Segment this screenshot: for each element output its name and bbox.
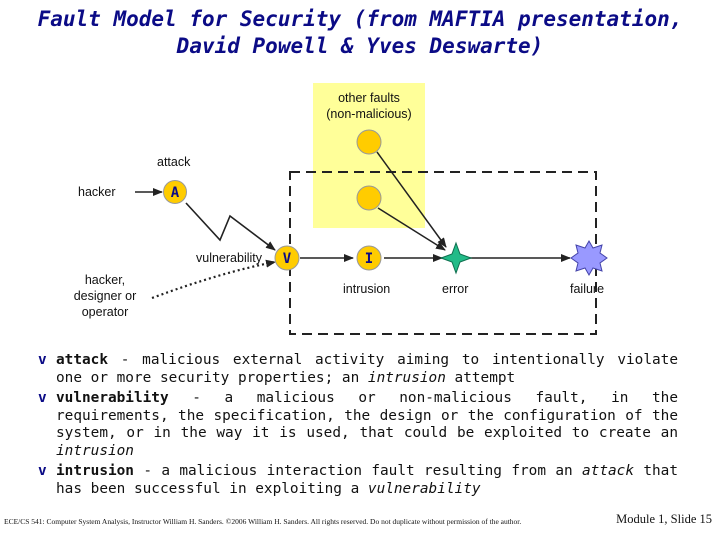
bullet-marker-icon: v (38, 390, 47, 406)
actors-label: hacker, designer or operator (58, 272, 152, 320)
actors-label-line-3: operator (81, 305, 129, 319)
other-faults-label: other faults (non-malicious) (313, 90, 425, 122)
other-faults-label-line-1: other faults (338, 91, 400, 105)
vulnerability-node (274, 245, 300, 271)
definition-item-intrusion: v intrusion - a malicious interaction fau… (38, 463, 678, 498)
other-fault-circle-top (356, 129, 382, 155)
definition-emphasis: intrusion (56, 442, 134, 459)
actor-to-vulnerability-dotted-arrow (151, 259, 276, 300)
hacker-label: hacker (78, 185, 116, 199)
failure-label: failure (570, 282, 605, 296)
definition-text: - malicious external activity aiming to … (56, 352, 678, 386)
other-fault-circle-bottom (356, 185, 382, 211)
definition-emphasis: vulnerability (367, 480, 481, 497)
error-star-icon (439, 241, 473, 275)
failure-burst-icon (570, 239, 608, 277)
attack-marker: A (171, 185, 180, 201)
title-line-1: Fault Model for Security (from MAFTIA pr… (37, 7, 683, 31)
intrusion-marker: I (365, 251, 373, 267)
definition-text: - a malicious or non-malicious fault, in… (56, 390, 678, 441)
definition-term: attack (56, 352, 108, 368)
intrusion-label: intrusion (343, 282, 391, 296)
attack-lightning-arrow (185, 202, 276, 251)
error-label: error (442, 282, 469, 296)
bullet-marker-icon: v (38, 463, 47, 479)
actors-label-line-1: hacker, (84, 273, 126, 287)
actors-label-line-2: designer or (73, 289, 137, 303)
other-fault-bottom-to-error-arrow (377, 207, 446, 251)
intrusion-node (356, 245, 382, 271)
bullet-marker-icon: v (38, 352, 47, 368)
definition-text: - a malicious interaction fault resultin… (133, 463, 583, 479)
other-fault-top-to-error-arrow (376, 151, 447, 248)
slide-number: Module 1, Slide 15 (616, 512, 712, 526)
vulnerability-marker: V (283, 251, 292, 267)
definition-emphasis: intrusion (367, 369, 446, 386)
definition-text: attempt (445, 369, 516, 386)
fault-model-diagram: A V I (135, 83, 608, 335)
copyright-footer: ECE/CS 541: Computer System Analysis, In… (4, 517, 522, 526)
definition-emphasis: attack (582, 463, 634, 479)
title-line-2: David Powell & Yves Deswarte) (176, 34, 544, 58)
slide-title: Fault Model for Security (from MAFTIA pr… (0, 6, 720, 60)
attack-node (163, 180, 187, 204)
definition-term: intrusion (56, 463, 134, 479)
attack-label: attack (157, 155, 191, 169)
other-faults-label-line-2: (non-malicious) (326, 107, 412, 121)
definition-text: that has been successful in exploiting a (56, 463, 679, 497)
vulnerability-label: vulnerability (196, 251, 263, 265)
definition-term: vulnerability (56, 390, 169, 406)
definition-item-vulnerability: v vulnerability - a malicious or non-mali… (38, 390, 678, 460)
